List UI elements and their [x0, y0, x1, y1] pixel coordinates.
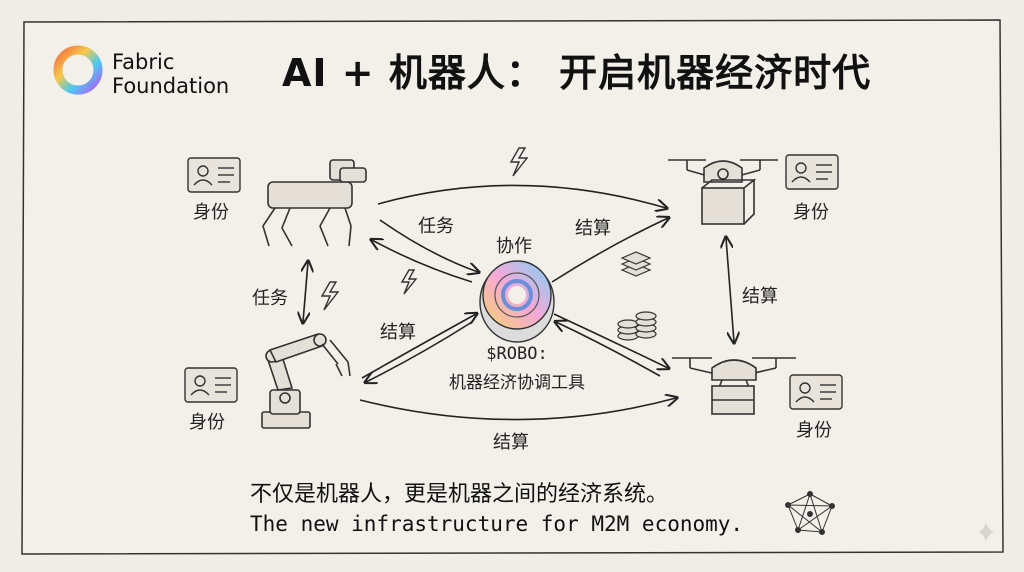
settlement-label: 结算 — [742, 286, 778, 307]
collaboration-label: 协作 — [496, 236, 532, 257]
tagline-english: The new infrastructure for M2M economy. — [250, 512, 744, 536]
drone-icon — [668, 159, 778, 225]
identity-label: 身份 — [793, 202, 829, 223]
page-title: AI + 机器人： 开启机器经济时代 — [282, 51, 872, 95]
token-description: 机器经济协调工具 — [449, 373, 585, 393]
settlement-label: 结算 — [380, 322, 416, 343]
identity-label: 身份 — [796, 420, 832, 441]
brand-line-2: Foundation — [112, 74, 230, 98]
flow-arrows — [303, 184, 734, 421]
sparkle-icon — [978, 522, 994, 542]
id-card-icon — [789, 374, 843, 410]
settlement-label: 结算 — [575, 218, 611, 239]
robot-arm-icon — [261, 332, 351, 429]
settlement-label: 结算 — [493, 432, 529, 453]
lightning-icon — [320, 281, 340, 311]
id-card-icon — [785, 154, 839, 190]
lightning-icon — [509, 147, 529, 177]
identity-label: 身份 — [189, 412, 225, 433]
tagline-chinese: 不仅是机器人，更是机器之间的经济系统。 — [250, 482, 669, 507]
token-coin-icon — [479, 260, 555, 343]
task-label: 任务 — [252, 288, 288, 309]
robot-dog-icon — [262, 159, 367, 247]
brand-name: Fabric Foundation — [112, 50, 229, 98]
network-icon — [785, 491, 835, 535]
lightning-icon — [400, 269, 418, 295]
id-card-icon — [187, 157, 241, 193]
layers-icon — [620, 251, 652, 277]
fabric-logo-icon — [53, 45, 103, 95]
id-card-icon — [184, 367, 238, 403]
identity-label: 身份 — [193, 202, 229, 223]
task-label: 任务 — [418, 216, 454, 237]
brand-line-1: Fabric — [112, 50, 175, 74]
coin-stack-icon — [617, 311, 657, 341]
token-symbol: $ROBO: — [486, 344, 548, 364]
drone-icon — [672, 357, 796, 415]
